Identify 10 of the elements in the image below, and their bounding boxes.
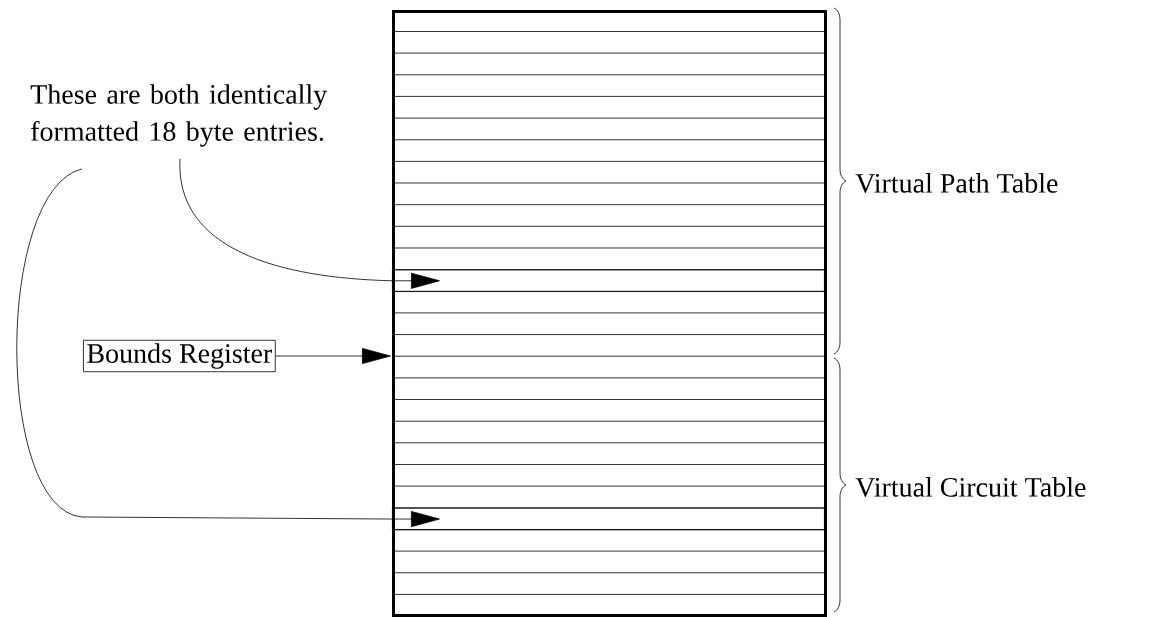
arrow: [16, 168, 440, 528]
table-entry: [392, 507, 825, 531]
arrow: [179, 158, 440, 289]
arrow: [275, 348, 391, 364]
table-label: Virtual Circuit Table: [855, 477, 1086, 497]
register-box: Bounds Register: [83, 339, 276, 373]
table-drawing: [391, 10, 827, 617]
table-label: Virtual Path Table: [855, 173, 1058, 193]
table-entry: [392, 269, 825, 292]
note-text: These are both identically formatted 18 byte entries.: [30, 84, 328, 147]
